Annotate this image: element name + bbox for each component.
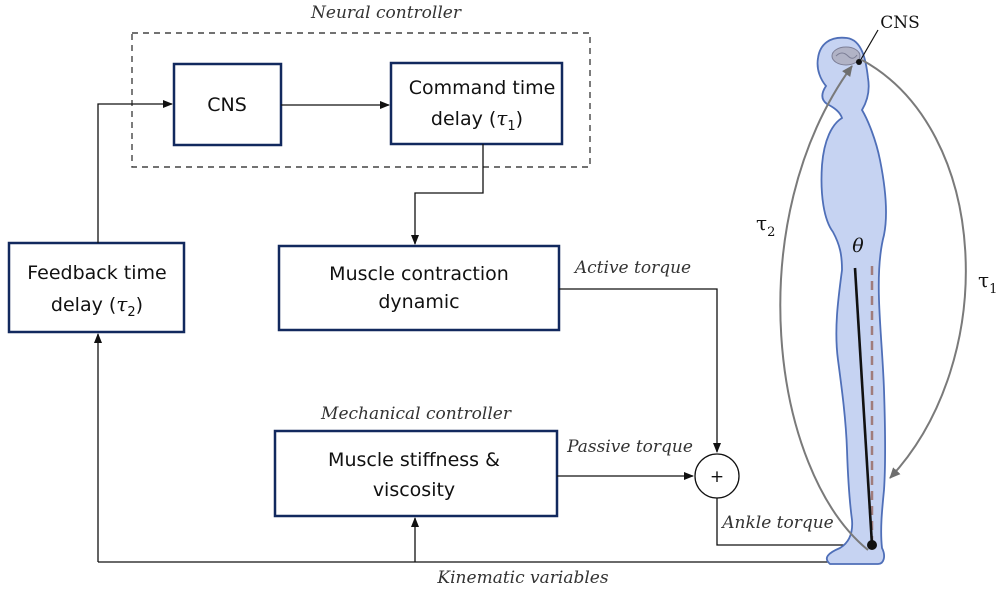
command-to-contraction-arrow <box>411 144 484 245</box>
cns-block-label: CNS <box>207 94 247 116</box>
cns-figure-label: CNS <box>880 13 920 33</box>
tau2-label: τ2 <box>756 211 775 240</box>
command-delay-label-line2: delay (τ1) <box>431 106 523 134</box>
feedback-delay-label-line1: Feedback time <box>27 262 166 284</box>
neural-controller-label: Neural controller <box>310 3 462 23</box>
tau2-ascending-curve <box>779 65 869 551</box>
muscle-contraction-label-line2: dynamic <box>378 291 459 313</box>
brain-icon <box>831 46 861 66</box>
mechanical-controller-label: Mechanical controller <box>320 404 512 424</box>
cns-block <box>172 62 283 147</box>
neural-controller-region <box>131 32 591 168</box>
muscle-stiffness-label-line2: viscosity <box>373 479 455 501</box>
ankle-joint <box>867 540 877 550</box>
muscle-contraction-block <box>277 244 561 332</box>
summing-junction-symbol: + <box>710 467 724 487</box>
feedback-delay-label-line2: delay (τ2) <box>51 292 143 320</box>
pendulum-line <box>853 267 874 546</box>
passive-torque-label: Passive torque <box>566 437 693 457</box>
cns-pointer-line <box>859 29 879 62</box>
feedback-to-cns-arrow <box>97 100 173 243</box>
muscle-stiffness-block <box>273 429 559 518</box>
active-torque-label: Active torque <box>573 258 691 278</box>
ankle-torque-label: Ankle torque <box>720 513 834 533</box>
human-body-figure: θ CNS τ1 τ2 <box>756 13 997 565</box>
theta-label: θ <box>852 235 864 257</box>
tau1-label: τ1 <box>978 268 997 297</box>
muscle-contraction-label-line1: Muscle contraction <box>329 263 509 285</box>
active-torque-arrow <box>559 288 721 453</box>
tau1-descending-curve <box>861 59 967 479</box>
command-delay-label-line1: Command time <box>409 77 556 99</box>
command-delay-block <box>389 61 564 146</box>
kinematic-variables-label: Kinematic variables <box>436 568 608 588</box>
muscle-stiffness-label-line1: Muscle stiffness & <box>328 449 500 471</box>
ankle-torque-line <box>716 498 870 546</box>
feedback-delay-block <box>7 241 186 334</box>
body-silhouette <box>816 36 887 565</box>
